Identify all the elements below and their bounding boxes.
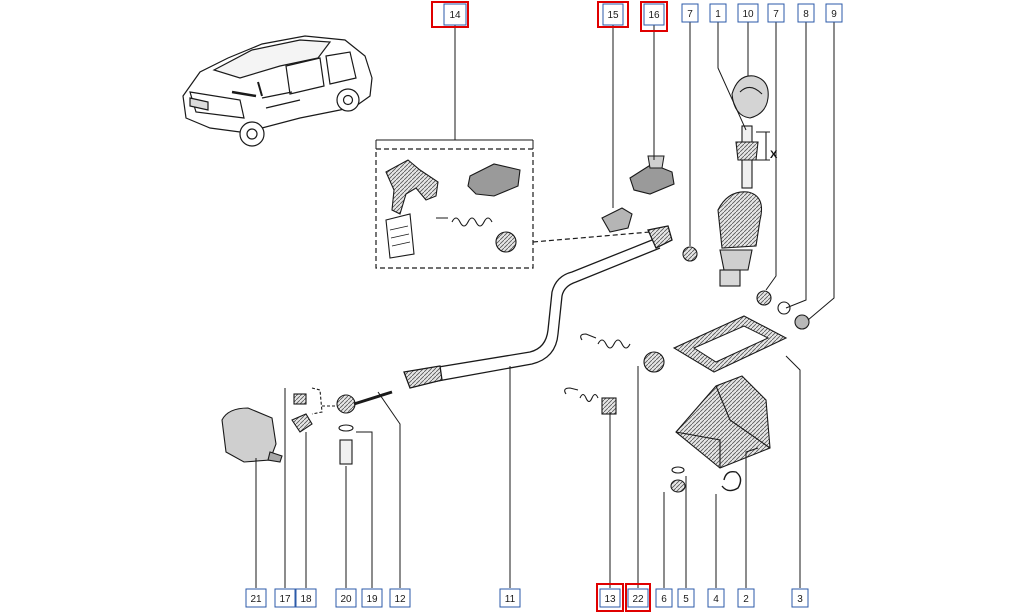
callout-17[interactable]: 17 xyxy=(274,588,296,608)
callout-labels: 14 15 16 7 1 10 7 8 xyxy=(245,1,843,612)
callout-6[interactable]: 6 xyxy=(655,588,673,608)
svg-text:12: 12 xyxy=(394,594,406,605)
svg-text:7: 7 xyxy=(687,9,693,20)
callout-2[interactable]: 2 xyxy=(737,588,755,608)
svg-text:11: 11 xyxy=(505,594,516,605)
part-16 xyxy=(629,155,675,195)
kit-group-box xyxy=(375,148,651,269)
svg-text:22: 22 xyxy=(632,594,644,605)
svg-text:3: 3 xyxy=(797,594,803,605)
svg-text:18: 18 xyxy=(300,594,312,605)
svg-text:16: 16 xyxy=(648,10,660,21)
callout-12[interactable]: 12 xyxy=(389,588,411,608)
svg-text:21: 21 xyxy=(250,594,262,605)
svg-text:10: 10 xyxy=(742,9,754,20)
callout-11[interactable]: 11 xyxy=(499,588,521,608)
svg-text:17: 17 xyxy=(279,594,291,605)
svg-text:5: 5 xyxy=(683,594,689,605)
callout-7-top-right[interactable]: 7 xyxy=(767,3,785,23)
car-illustration xyxy=(182,35,373,147)
callout-8[interactable]: 8 xyxy=(797,3,815,23)
callout-13[interactable]: 13 xyxy=(596,583,624,612)
svg-text:7: 7 xyxy=(773,9,779,20)
part-15 xyxy=(601,207,633,233)
svg-text:6: 6 xyxy=(661,594,667,605)
cable-spring-13 xyxy=(564,387,617,415)
callout-15[interactable]: 15 xyxy=(597,1,629,28)
callout-20[interactable]: 20 xyxy=(335,588,357,608)
callout-18[interactable]: 18 xyxy=(295,588,317,608)
callout-5[interactable]: 5 xyxy=(677,588,695,608)
callout-21[interactable]: 21 xyxy=(245,588,267,608)
small-fasteners xyxy=(670,466,742,493)
svg-text:13: 13 xyxy=(604,594,616,605)
control-rod xyxy=(403,225,673,389)
callout-14[interactable]: 14 xyxy=(431,1,469,28)
gasket-frame xyxy=(672,315,788,373)
svg-text:15: 15 xyxy=(607,10,619,21)
svg-text:19: 19 xyxy=(366,594,378,605)
x-dimension-marker: X xyxy=(770,149,778,161)
svg-text:8: 8 xyxy=(803,9,809,20)
svg-text:1: 1 xyxy=(715,9,721,20)
svg-text:9: 9 xyxy=(831,9,837,20)
callout-16[interactable]: 16 xyxy=(640,1,668,32)
svg-text:20: 20 xyxy=(340,594,352,605)
left-fittings xyxy=(221,387,393,465)
leader-lines xyxy=(255,22,835,588)
cable-spring-22 xyxy=(580,333,665,373)
callout-7-top-left[interactable]: 7 xyxy=(681,3,699,23)
svg-text:14: 14 xyxy=(449,10,461,21)
callout-3[interactable]: 3 xyxy=(791,588,809,608)
svg-text:4: 4 xyxy=(713,594,719,605)
callout-4[interactable]: 4 xyxy=(707,588,725,608)
lever-housing xyxy=(675,375,771,469)
callout-9[interactable]: 9 xyxy=(825,3,843,23)
svg-text:2: 2 xyxy=(743,594,749,605)
callout-1[interactable]: 1 xyxy=(709,3,727,23)
callout-19[interactable]: 19 xyxy=(361,588,383,608)
gear-lever-assembly xyxy=(682,75,810,330)
callout-22[interactable]: 22 xyxy=(625,583,651,612)
callout-10[interactable]: 10 xyxy=(737,3,759,23)
